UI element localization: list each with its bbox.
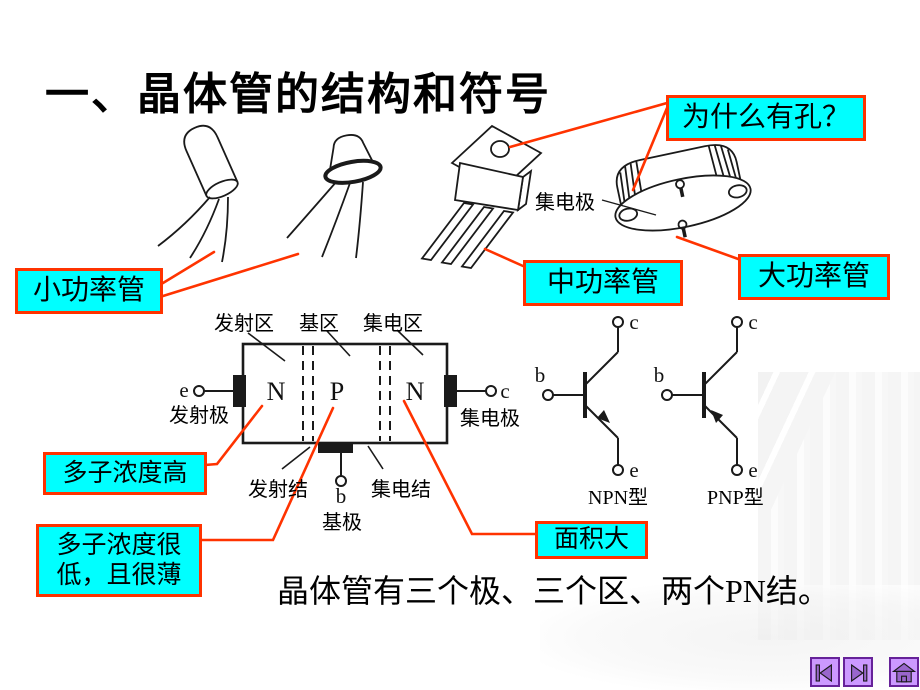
next-slide-button[interactable] [843, 657, 873, 687]
case-collector-label: 集电极 [535, 192, 595, 214]
callout-low-concentration: 多子浓度很 低，且很薄 [36, 524, 202, 597]
emitter-junction-label: 发射结 [248, 479, 308, 501]
pnp-b-letter: b [654, 363, 665, 387]
npn-b-letter: b [535, 363, 546, 387]
small-transistor-cylinder-drawing [157, 124, 239, 263]
base-letter: b [336, 484, 347, 508]
collector-terminal-label: 集电极 [460, 408, 520, 430]
n-collector-letter: N [406, 377, 425, 406]
npn-c-letter: c [629, 310, 638, 334]
pnp-e-letter: e [748, 458, 757, 482]
pnp-symbol: b c e [654, 310, 758, 482]
large-transistor-to3-drawing [601, 144, 752, 238]
slide-title: 一、晶体管的结构和符号 [45, 69, 551, 120]
npn-e-letter: e [629, 458, 638, 482]
callout-high-concentration: 多子浓度高 [43, 452, 207, 495]
callout-medium-power: 中功率管 [523, 260, 683, 306]
home-button[interactable] [889, 657, 919, 687]
collector-letter: c [500, 379, 509, 403]
callout-low-concentration-line2: 低，且很薄 [56, 561, 182, 589]
base-region-label: 基区 [299, 313, 339, 335]
collector-junction-label: 集电结 [371, 479, 431, 501]
pnp-type-label: PNP型 [707, 487, 764, 509]
home-icon [892, 662, 916, 682]
npn-symbol: b c e [535, 310, 639, 482]
emitter-region-label: 发射区 [214, 313, 274, 335]
pnp-c-letter: c [748, 310, 757, 334]
medium-transistor-to220-drawing [420, 124, 543, 269]
n-emitter-letter: N [267, 377, 286, 406]
next-slide-icon [851, 663, 868, 682]
callout-large-area: 面积大 [535, 521, 648, 559]
callout-small-power: 小功率管 [15, 268, 163, 314]
callout-large-power: 大功率管 [738, 254, 890, 300]
callout-low-concentration-line1: 多子浓度很 [56, 532, 182, 559]
prev-slide-button[interactable] [810, 657, 840, 687]
emitter-terminal-label: 发射极 [169, 405, 229, 427]
summary-text: 晶体管有三个极、三个区、两个PN结。 [277, 573, 830, 609]
callout-why-hole: 为什么有孔？ [666, 95, 866, 141]
p-base-letter: P [330, 377, 344, 406]
small-transistor-hat-drawing [286, 134, 383, 259]
collector-region-label: 集电区 [363, 313, 423, 335]
base-terminal-label: 基极 [322, 512, 362, 534]
npn-type-label: NPN型 [588, 487, 649, 509]
prev-slide-icon [815, 663, 832, 682]
